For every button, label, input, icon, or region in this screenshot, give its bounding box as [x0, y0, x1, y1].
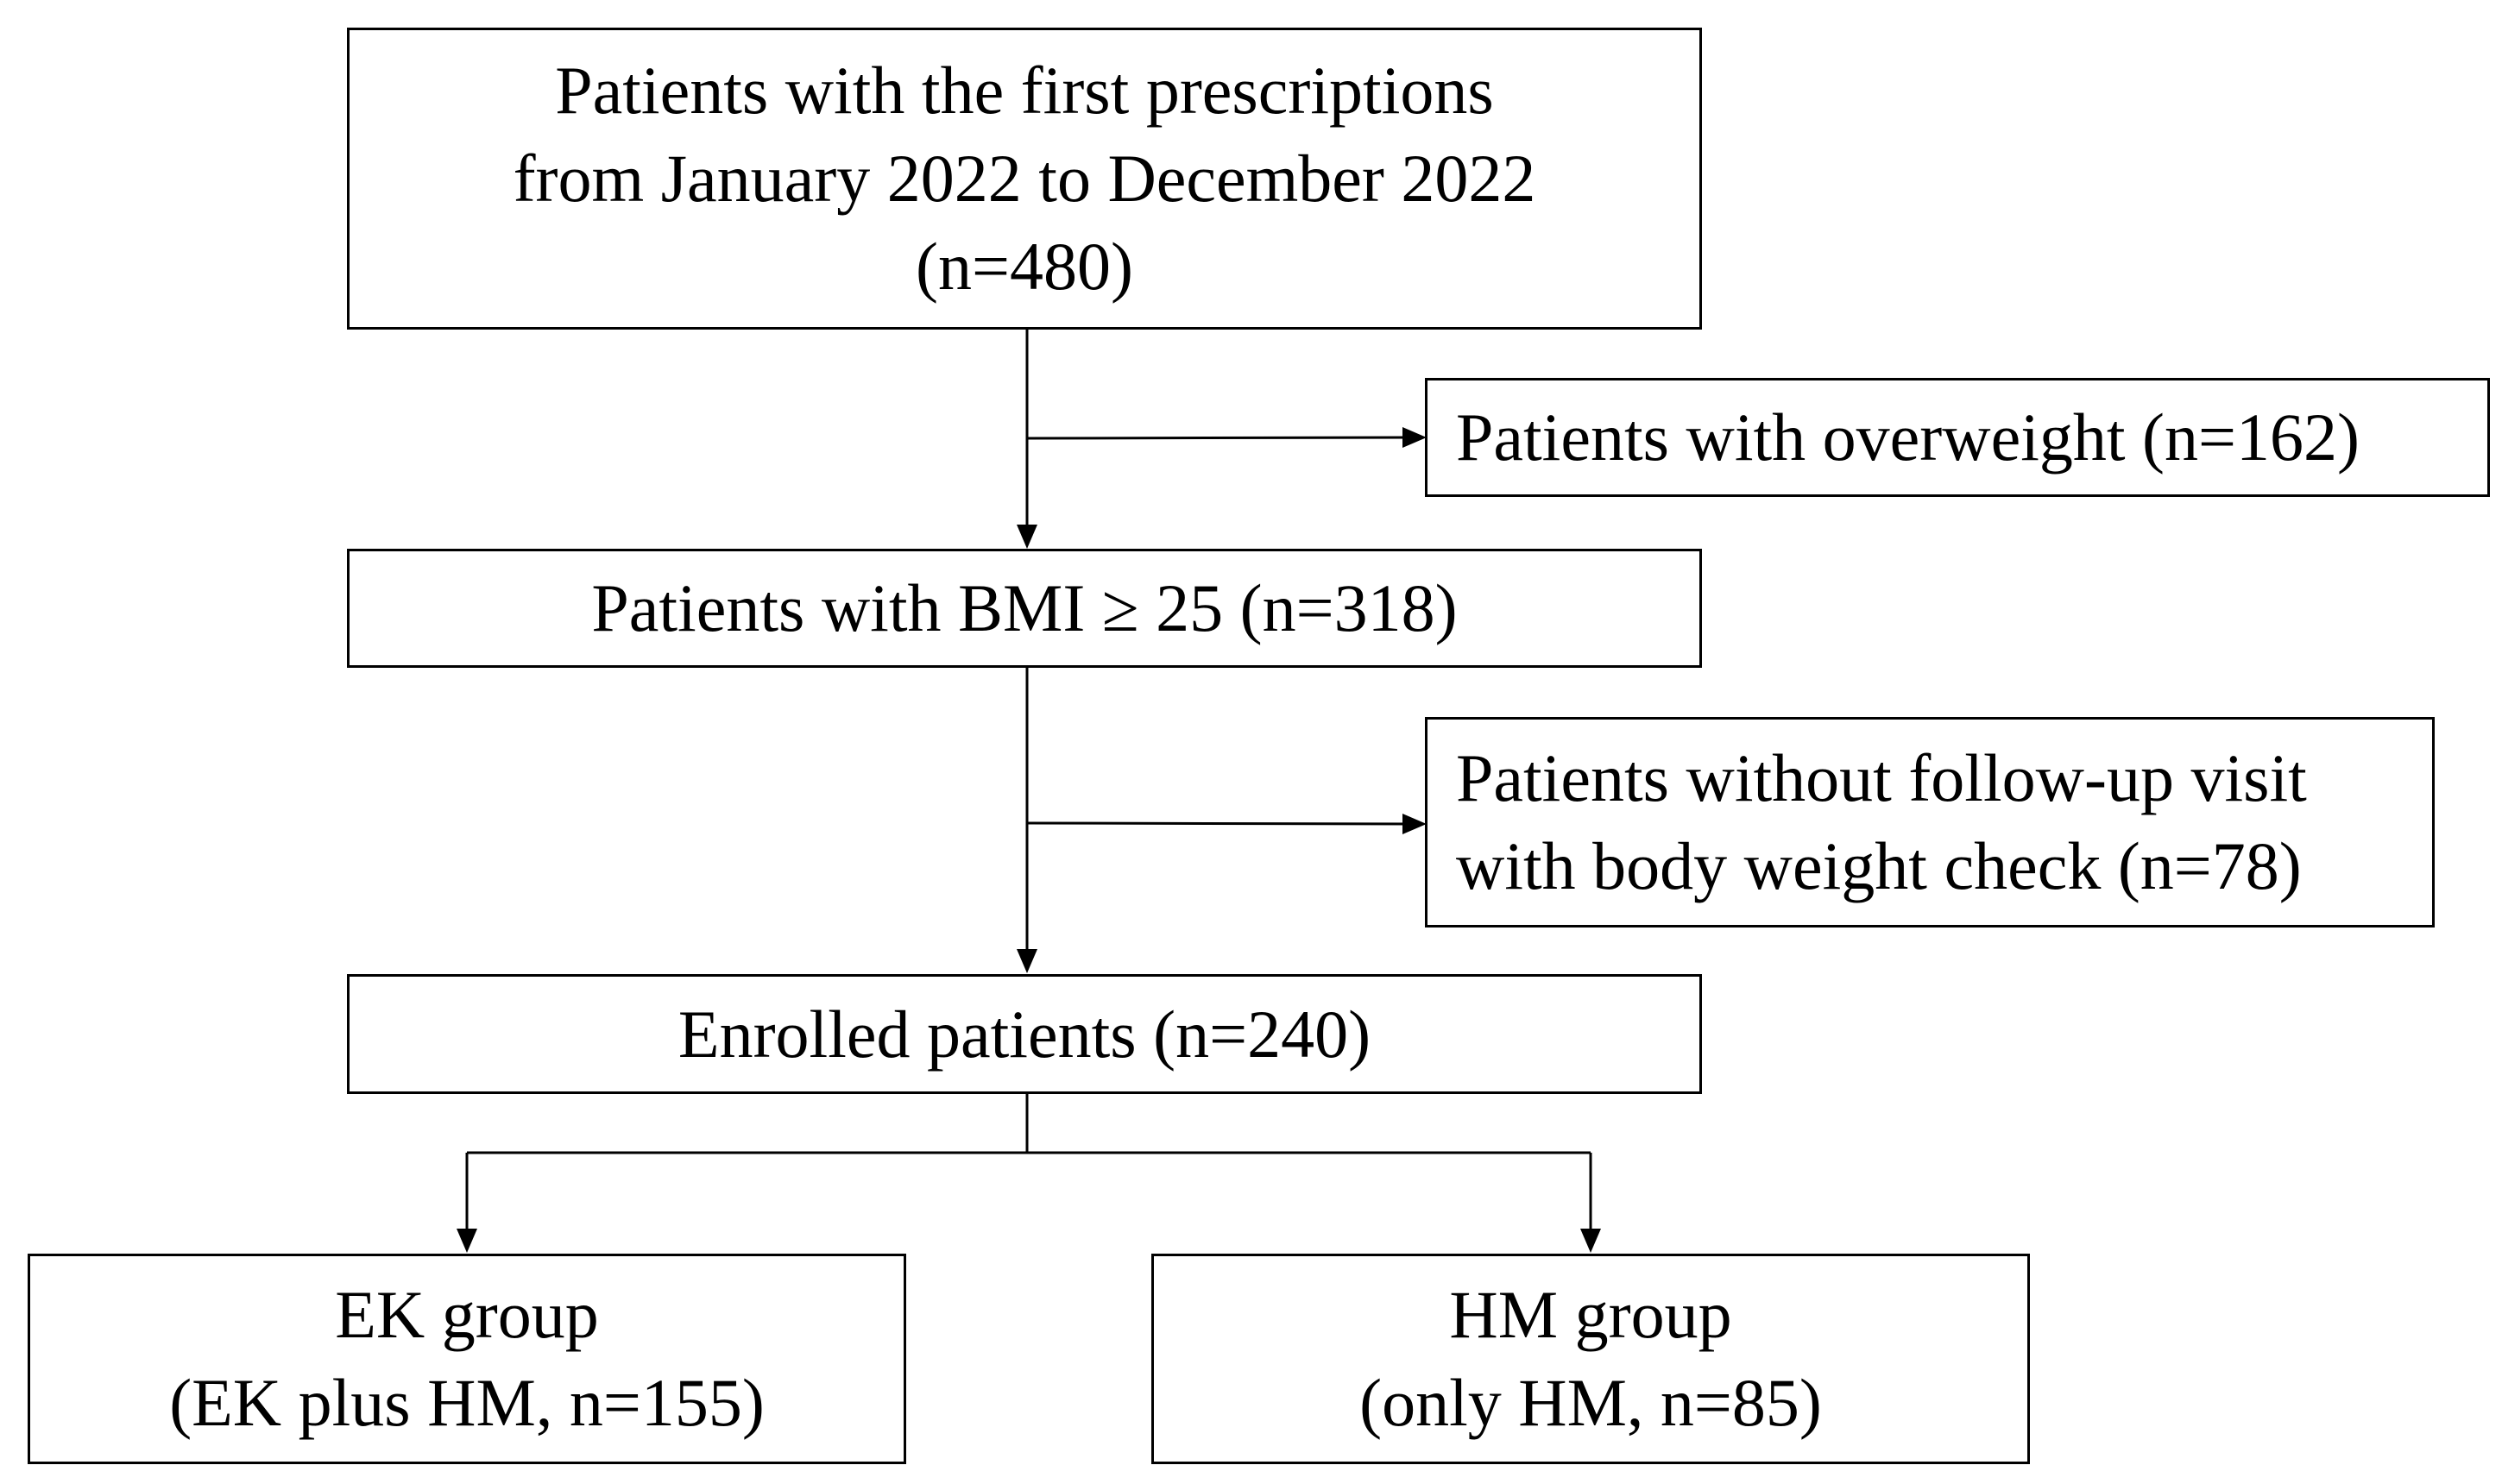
hm-group-box: HM group (only HM, n=85): [1151, 1254, 2030, 1464]
arrow-to-overweight-exclusion: [1026, 436, 1416, 440]
arrowhead-screening-to-bmi: [1017, 525, 1037, 549]
ek-group-detail: (EK plus HM, n=155): [169, 1365, 765, 1440]
arrowhead-to-hm-group: [1580, 1229, 1601, 1253]
exclusion-followup-line-2: with body weight check (n=78): [1456, 828, 2302, 903]
screening-line-2: from January 2022 to December 2022: [513, 141, 1536, 216]
screening-box: Patients with the first prescriptions fr…: [347, 28, 1702, 330]
arrowhead-to-overweight-exclusion: [1402, 427, 1427, 448]
arrowhead-to-followup-exclusion: [1402, 814, 1427, 834]
screening-line-3: (n=480): [916, 229, 1133, 304]
enrolled-box: Enrolled patients (n=240): [347, 974, 1702, 1094]
enrolled-text: Enrolled patients (n=240): [677, 996, 1371, 1072]
hm-group-detail: (only HM, n=85): [1359, 1365, 1822, 1440]
arrow-to-followup-exclusion: [1026, 821, 1416, 826]
bmi-filter-text: Patients with BMI ≥ 25 (n=318): [591, 570, 1458, 645]
arrowhead-to-ek-group: [457, 1229, 477, 1253]
screening-line-1: Patients with the first prescriptions: [555, 53, 1494, 128]
ek-group-box: EK group (EK plus HM, n=155): [28, 1254, 906, 1464]
exclusion-followup-line-1: Patients without follow-up visit: [1456, 740, 2307, 815]
bmi-filter-box: Patients with BMI ≥ 25 (n=318): [347, 549, 1702, 668]
exclusion-overweight-box: Patients with overweight (n=162): [1425, 378, 2490, 497]
ek-group-title: EK group: [335, 1277, 599, 1352]
arrowhead-bmi-to-enrolled: [1017, 949, 1037, 973]
exclusion-followup-box: Patients without follow-up visit with bo…: [1425, 717, 2435, 928]
exclusion-overweight-text: Patients with overweight (n=162): [1456, 399, 2360, 475]
hm-group-title: HM group: [1449, 1277, 1732, 1352]
